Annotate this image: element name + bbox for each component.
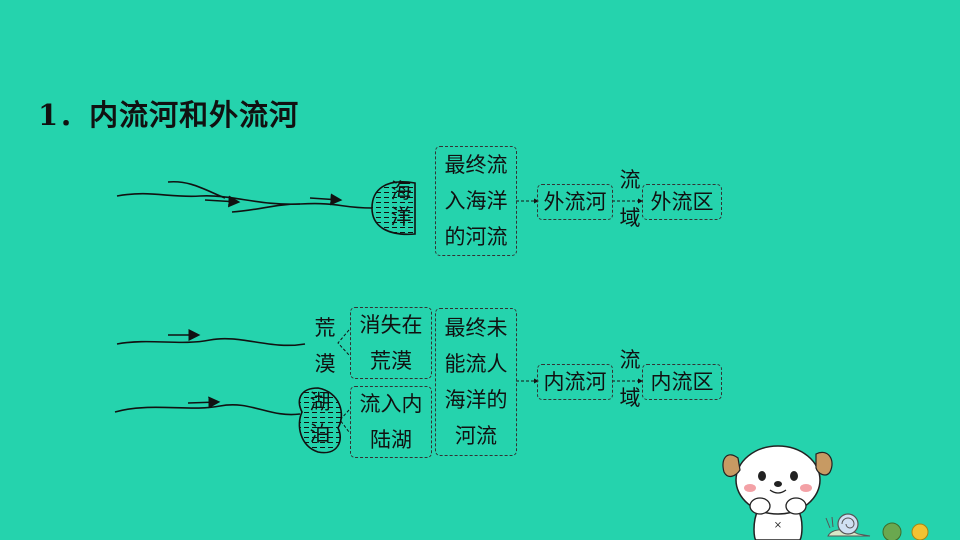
lake-icon bbox=[298, 387, 343, 454]
outer-domain-label: 流 域 bbox=[619, 168, 641, 230]
outer-region: 外流区 bbox=[642, 184, 722, 220]
sea-icon bbox=[371, 181, 416, 236]
svg-text:×: × bbox=[774, 520, 782, 531]
inner-region: 内流区 bbox=[642, 364, 722, 400]
desert-label: 荒 漠 bbox=[314, 316, 336, 376]
snail-icon bbox=[825, 513, 871, 537]
outer-river-lines bbox=[116, 180, 373, 213]
sea-label: 海 洋 bbox=[390, 179, 412, 229]
dog-mascot-icon: × bbox=[722, 445, 929, 540]
arrow-icon bbox=[204, 195, 241, 208]
inner-definition-box: 最终未 能流人 海洋的 河流 bbox=[435, 308, 517, 456]
arrow-icon bbox=[187, 396, 221, 409]
inner-river-type: 内流河 bbox=[537, 364, 613, 400]
lake-desc-box: 流入内 陆湖 bbox=[350, 386, 432, 458]
inner-domain-label: 流 域 bbox=[619, 348, 641, 410]
lake-label: 湖 泊 bbox=[309, 390, 331, 446]
outer-river-type: 外流河 bbox=[537, 184, 613, 220]
desert-desc-box: 消失在 荒漠 bbox=[350, 307, 432, 379]
inner-river-lines bbox=[114, 337, 306, 416]
outer-definition-box: 最终流 入海洋 的河流 bbox=[435, 146, 517, 256]
page-title: 1．内流河和外流河 bbox=[38, 98, 300, 132]
arrow-icon bbox=[309, 193, 343, 206]
